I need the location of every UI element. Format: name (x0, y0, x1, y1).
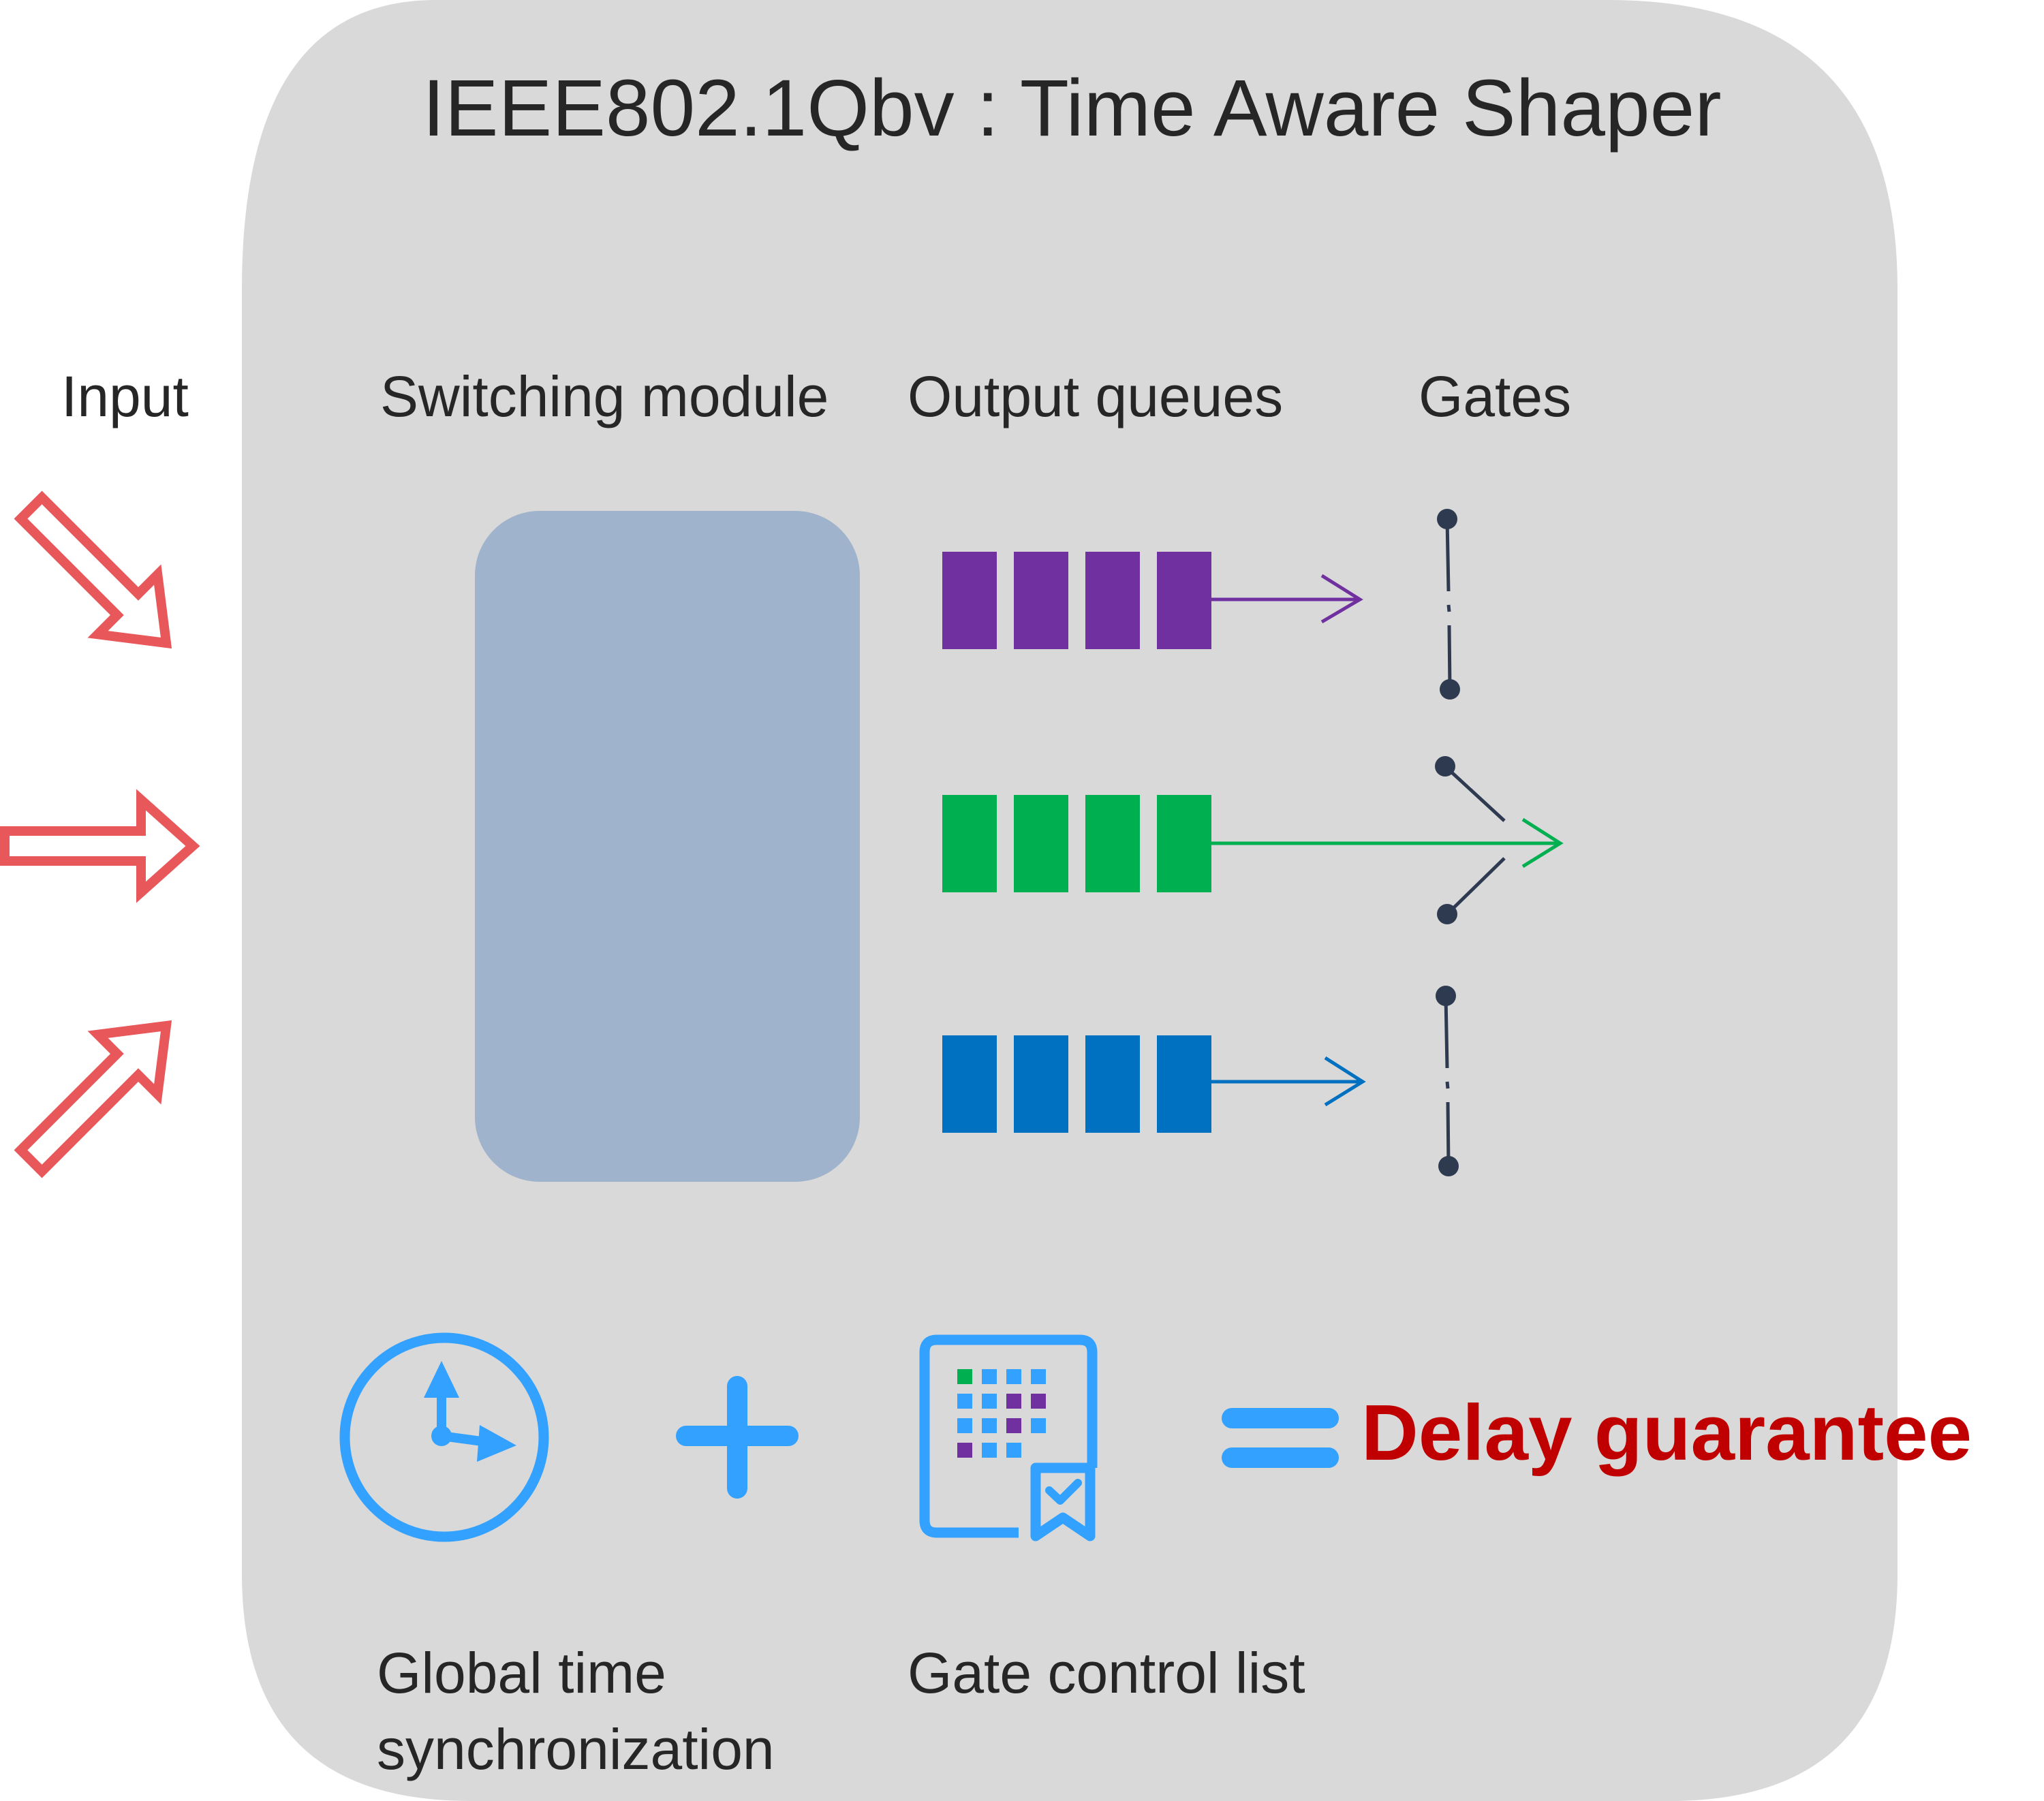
gate-closed-1 (1437, 509, 1460, 700)
plus-icon (676, 1376, 799, 1499)
input-label: Input (61, 364, 189, 428)
gate-closed-3 (1436, 986, 1459, 1176)
clock-icon (339, 1332, 549, 1542)
equals-icon (1222, 1408, 1339, 1468)
diagram-title: IEEE802.1Qbv : Time Aware Shaper (422, 63, 1722, 153)
queue-arrow-green (1211, 817, 1564, 868)
gate-open-2 (1435, 756, 1506, 924)
queue-arrow-blue (1211, 1056, 1366, 1107)
output-queue-blue (942, 1035, 1211, 1133)
input-arrow-icon (0, 789, 200, 903)
output-queues-label: Output queues (908, 364, 1284, 428)
delay-guarantee-label: Delay guarantee (1361, 1388, 1972, 1477)
global-time-line1: Global time (377, 1641, 666, 1705)
calendar-grid-check-icon (919, 1334, 1098, 1541)
gates-label: Gates (1419, 364, 1572, 428)
input-arrow-icon (14, 490, 172, 649)
switching-module-label: Switching module (380, 364, 829, 428)
tas-panel (242, 0, 1898, 1801)
switching-module-block (475, 511, 860, 1182)
queue-arrow-purple (1211, 574, 1363, 624)
input-arrow-icon (14, 1020, 172, 1178)
output-queue-green (942, 795, 1211, 892)
output-queue-purple (942, 552, 1211, 649)
gate-control-list-label: Gate control list (908, 1641, 1305, 1705)
global-time-sync-label: Global time synchronization (377, 1635, 775, 1787)
global-time-line2: synchronization (377, 1717, 775, 1781)
